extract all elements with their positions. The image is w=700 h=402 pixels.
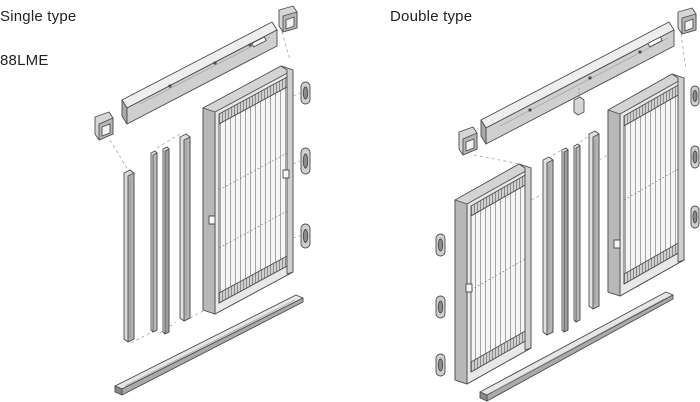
single-guide-rail-1 <box>150 150 158 333</box>
double-bottom-end-cap <box>458 126 478 156</box>
single-catch-top <box>300 81 311 105</box>
double-top-end-cap <box>677 7 697 35</box>
single-top-end-cap <box>278 5 298 33</box>
double-catch-left-middle <box>435 295 446 319</box>
single-catch-middle <box>300 147 311 175</box>
double-catch-right-top <box>690 85 700 107</box>
double-screen-panel-right <box>607 73 685 297</box>
double-bottom-rail <box>479 291 674 402</box>
single-bottom-end-cap <box>94 111 114 141</box>
double-catch-right-middle <box>690 145 700 169</box>
single-bottom-rail <box>114 294 304 396</box>
double-alignment-lines <box>473 33 687 201</box>
double-catch-right-bottom <box>690 205 700 229</box>
single-side-frame-right <box>179 133 191 322</box>
single-type-title: Single type <box>0 8 77 25</box>
single-side-frame-left <box>123 169 135 343</box>
single-catch-bottom <box>300 223 311 249</box>
single-alignment-lines <box>109 31 291 344</box>
double-center-frame-4 <box>588 130 600 310</box>
double-top-rail <box>480 21 675 145</box>
single-guide-rail-2 <box>162 146 170 335</box>
single-top-rail <box>121 21 278 125</box>
double-catch-left-top <box>435 233 446 257</box>
double-type-title: Double type <box>390 8 473 25</box>
double-center-connector <box>573 88 585 116</box>
double-center-rail-2 <box>561 147 569 333</box>
single-screen-panel <box>202 65 294 315</box>
double-catch-left-bottom <box>435 353 446 377</box>
double-center-rail-3 <box>573 143 581 323</box>
double-screen-panel-left <box>454 163 532 385</box>
single-type-model: 88LME <box>0 52 49 69</box>
double-center-frame-1 <box>542 156 554 336</box>
